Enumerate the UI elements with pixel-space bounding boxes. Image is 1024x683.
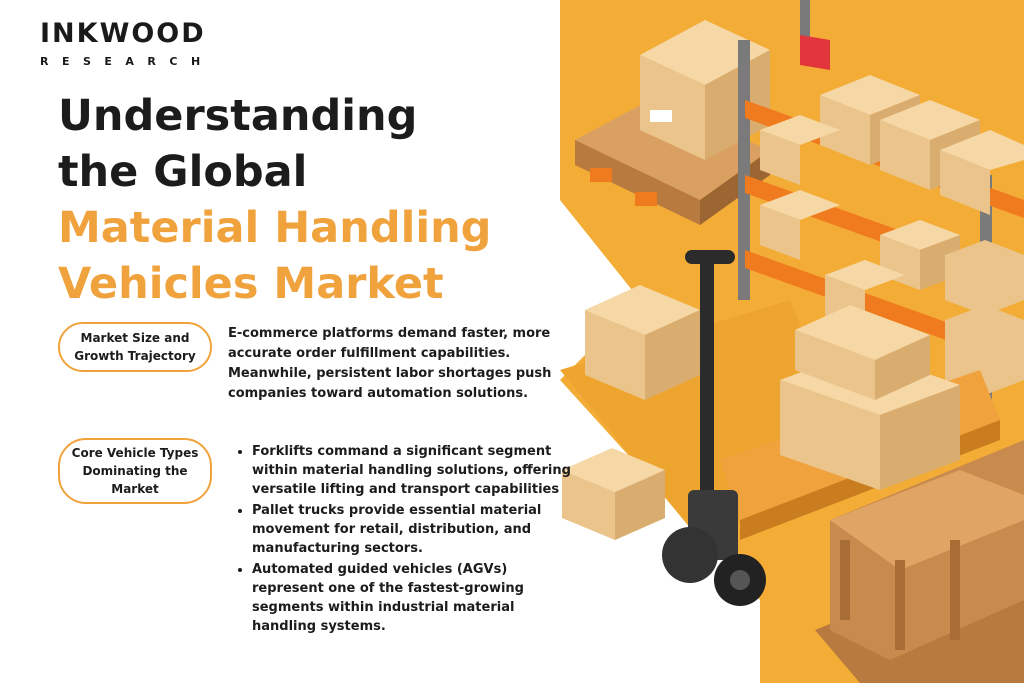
- box-top-left: [640, 20, 770, 160]
- section-label-vehicle-types: Core Vehicle Types Dominating the Market: [58, 438, 212, 504]
- pallet-back-left: [575, 100, 770, 225]
- section-label-market-size: Market Size and Growth Trajectory: [58, 322, 212, 372]
- pallet-front-right: [815, 440, 1024, 683]
- section-text-market-size: E-commerce platforms demand faster, more…: [228, 326, 552, 401]
- shelf-boxes-row-1: [760, 75, 1024, 215]
- title-line-3: Material Handling: [58, 203, 492, 253]
- page-title: Understanding the Global Material Handli…: [58, 88, 578, 312]
- list-item: Forklifts command a significant segment …: [252, 442, 582, 499]
- list-item: Pallet trucks provide essential material…: [252, 501, 582, 558]
- shelf-boxes-row-2: [760, 190, 1024, 315]
- brand-logo: INKWOOD RESEARCH: [40, 18, 214, 68]
- box-stack-center: [780, 305, 960, 490]
- box-floor-left: [585, 285, 700, 400]
- title-line-2: the Global: [58, 147, 308, 197]
- brand-name: INKWOOD: [40, 18, 206, 49]
- title-line-1: Understanding: [58, 91, 418, 141]
- title-line-4: Vehicles Market: [58, 259, 444, 309]
- brand-subtitle: RESEARCH: [40, 55, 214, 68]
- box-floor-small: [562, 448, 665, 540]
- vehicle-types-list: Forklifts command a significant segment …: [236, 442, 582, 638]
- list-item: Automated guided vehicles (AGVs) represe…: [252, 560, 582, 636]
